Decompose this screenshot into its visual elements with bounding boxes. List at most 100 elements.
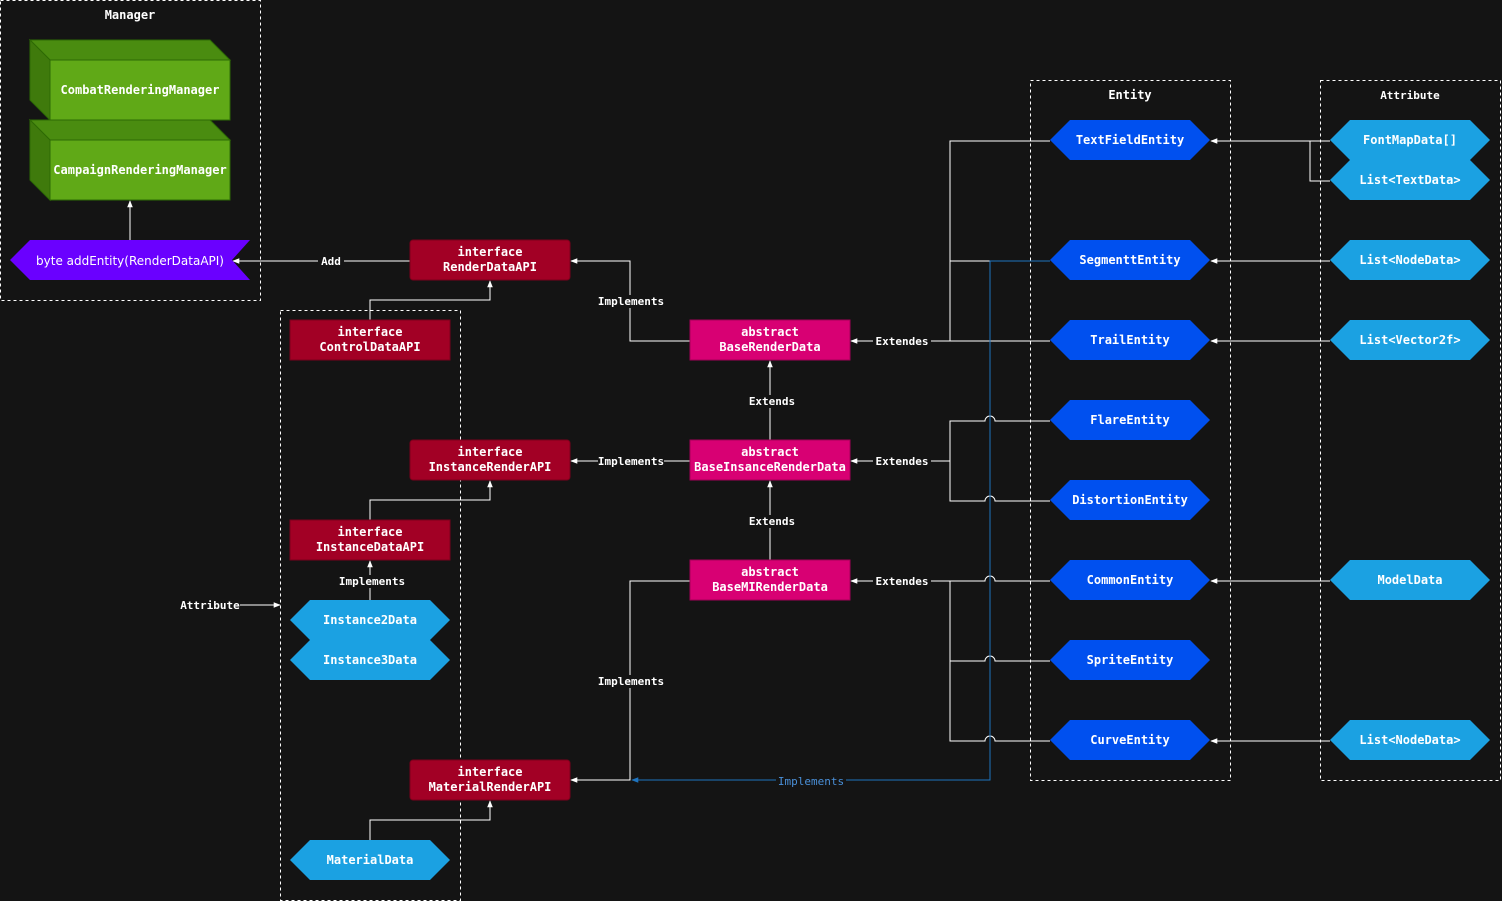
entity-curve-label: CurveEntity: [1090, 733, 1169, 747]
render-data-api-line1: interface: [457, 245, 522, 259]
label-extends-1: Extends: [749, 395, 795, 408]
hexagon-nodes: TextFieldEntitySegmenttEntityTrailEntity…: [290, 120, 1490, 880]
add-entity-method[interactable]: byte addEntity(RenderDataAPI): [10, 240, 250, 280]
material-render-api-line1: interface: [457, 765, 522, 779]
attribute-vector2f-shape: [1330, 320, 1490, 360]
render-data-api-line2: RenderDataAPI: [443, 260, 537, 274]
abstract-base-insance-render-data[interactable]: abstract BaseInsanceRenderData: [689, 439, 851, 481]
entity-group: Entity: [1030, 80, 1231, 781]
attribute-instance2[interactable]: Instance2Data: [290, 600, 450, 640]
attribute-model[interactable]: ModelData: [1330, 560, 1490, 600]
base-render-data-line1: abstract: [741, 325, 799, 339]
edge-textdata-to-textfield: [1309, 141, 1330, 182]
attribute-instance3[interactable]: Instance3Data: [290, 640, 450, 680]
edge-control-to-render: [369, 280, 493, 320]
entity-segment[interactable]: SegmenttEntity: [1050, 240, 1210, 280]
attribute-fontmap-shape: [1330, 120, 1490, 160]
attribute-instance3-shape: [290, 640, 450, 680]
instance-data-api-line2: InstanceDataAPI: [316, 540, 424, 554]
attribute-material-label: MaterialData: [327, 853, 414, 867]
interface-instance-render-api[interactable]: interface InstanceRenderAPI: [409, 439, 571, 481]
control-data-api-line1: interface: [337, 325, 402, 339]
label-extendes-1: Extendes: [876, 335, 929, 348]
instance-render-api-line1: interface: [457, 445, 522, 459]
control-data-api-line2: ControlDataAPI: [319, 340, 420, 354]
base-mi-render-data-line1: abstract: [741, 565, 799, 579]
add-entity-label: byte addEntity(RenderDataAPI): [36, 254, 224, 268]
abstract-base-render-data[interactable]: abstract BaseRenderData: [689, 319, 851, 361]
attribute-material-shape: [290, 840, 450, 880]
attribute-right-group: Attribute: [1320, 80, 1501, 781]
entity-flare[interactable]: FlareEntity: [1050, 400, 1210, 440]
attribute-nodedata-1[interactable]: List<NodeData>: [1330, 240, 1490, 280]
label-extendes-3: Extendes: [876, 575, 929, 588]
attribute-nodedata-1-label: List<NodeData>: [1359, 253, 1460, 267]
entity-distortion-label: DistortionEntity: [1072, 493, 1188, 507]
entity-flare-shape: [1050, 400, 1210, 440]
attribute-fontmap-label: FontMapData[]: [1363, 133, 1457, 147]
entity-curve-shape: [1050, 720, 1210, 760]
entity-trail-shape: [1050, 320, 1210, 360]
attribute-textdata-label: List<TextData>: [1359, 173, 1460, 187]
manager-group: Manager: [0, 0, 261, 301]
base-render-data-line2: BaseRenderData: [719, 340, 820, 354]
attribute-textdata-shape: [1330, 160, 1490, 200]
attribute-instance2-label: Instance2Data: [323, 613, 417, 627]
abstract-base-mi-render-data[interactable]: abstract BaseMIRenderData: [689, 559, 851, 601]
attribute-textdata[interactable]: List<TextData>: [1330, 160, 1490, 200]
attribute-nodedata-1-shape: [1330, 240, 1490, 280]
attribute-group-label: Attribute: [1380, 89, 1440, 102]
entity-group-label: Entity: [1108, 88, 1151, 102]
attribute-model-shape: [1330, 560, 1490, 600]
entity-textfield-shape: [1050, 120, 1210, 160]
interface-instance-data-api[interactable]: interface InstanceDataAPI: [289, 519, 451, 561]
attribute-vector2f-label: List<Vector2f>: [1359, 333, 1460, 347]
instance-render-api-line2: InstanceRenderAPI: [429, 460, 552, 474]
combat-rendering-manager[interactable]: CombatRenderingManager: [28, 38, 232, 122]
entity-distortion[interactable]: DistortionEntity: [1050, 480, 1210, 520]
label-implements-3: Implements: [598, 675, 664, 688]
attribute-instance2-shape: [290, 600, 450, 640]
manager-group-label: Manager: [105, 8, 156, 22]
label-implements-2: Implements: [598, 455, 664, 468]
entity-segment-shape: [1050, 240, 1210, 280]
entity-textfield[interactable]: TextFieldEntity: [1050, 120, 1210, 160]
base-mi-render-data-line2: BaseMIRenderData: [712, 580, 828, 594]
edge-sprite-bus: [950, 655, 1050, 662]
label-implements-4: Implements: [339, 575, 405, 588]
interface-material-render-api[interactable]: interface MaterialRenderAPI: [409, 759, 571, 801]
entity-trail[interactable]: TrailEntity: [1050, 320, 1210, 360]
edge-flare-distortion-bus: [949, 415, 1050, 502]
edge-textfield-bus: [949, 140, 1050, 341]
interface-render-data-api[interactable]: interface RenderDataAPI: [409, 239, 571, 281]
base-insance-render-data-line2: BaseInsanceRenderData: [694, 460, 846, 474]
base-insance-render-data-line1: abstract: [741, 445, 799, 459]
attribute-fontmap[interactable]: FontMapData[]: [1330, 120, 1490, 160]
entity-sprite-shape: [1050, 640, 1210, 680]
material-render-api-line2: MaterialRenderAPI: [429, 780, 552, 794]
entity-flare-label: FlareEntity: [1090, 413, 1169, 427]
entity-curve[interactable]: CurveEntity: [1050, 720, 1210, 760]
attribute-nodedata-2[interactable]: List<NodeData>: [1330, 720, 1490, 760]
entity-sprite[interactable]: SpriteEntity: [1050, 640, 1210, 680]
entity-sprite-label: SpriteEntity: [1087, 653, 1174, 667]
label-implements-blue: Implements: [778, 775, 844, 788]
entity-distortion-shape: [1050, 480, 1210, 520]
attribute-vector2f[interactable]: List<Vector2f>: [1330, 320, 1490, 360]
entity-common-shape: [1050, 560, 1210, 600]
edge-curve-bus: [949, 581, 1050, 742]
interface-control-data-api[interactable]: interface ControlDataAPI: [289, 319, 451, 361]
label-add: Add: [321, 255, 341, 268]
label-extendes-2: Extendes: [876, 455, 929, 468]
attribute-nodedata-2-shape: [1330, 720, 1490, 760]
edge-instancedata-to-instancerender: [369, 480, 493, 520]
entity-common-label: CommonEntity: [1087, 573, 1174, 587]
entity-common[interactable]: CommonEntity: [1050, 560, 1210, 600]
label-extends-2: Extends: [749, 515, 795, 528]
attribute-instance3-label: Instance3Data: [323, 653, 417, 667]
combat-manager-label: CombatRenderingManager: [61, 83, 220, 97]
entity-trail-label: TrailEntity: [1090, 333, 1169, 347]
campaign-rendering-manager[interactable]: CampaignRenderingManager: [28, 118, 232, 202]
attribute-material[interactable]: MaterialData: [290, 840, 450, 880]
